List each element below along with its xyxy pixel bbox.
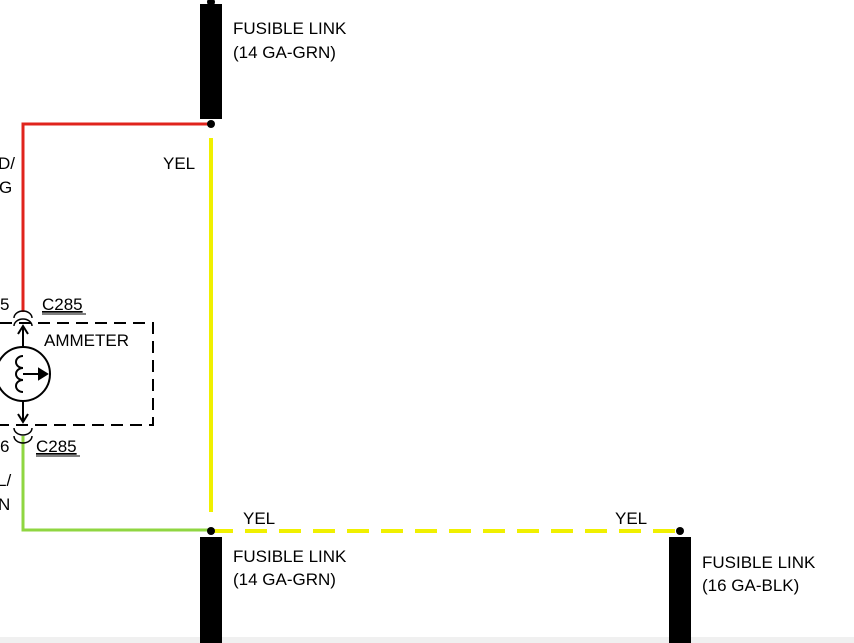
fusible-link-bottom-left-label: FUSIBLE LINK (233, 547, 347, 566)
green-wire-label-bottom: N (0, 495, 10, 514)
fusible-link-bottom-right-gauge: (16 GA-BLK) (702, 576, 799, 595)
connector-bottom-pin: 6 (0, 437, 9, 456)
fusible-link-top-label: FUSIBLE LINK (233, 19, 347, 38)
yel-label-dashed-right: YEL (615, 509, 647, 528)
bottom-edge-strip (0, 637, 854, 643)
ammeter-label: AMMETER (44, 331, 129, 350)
splice-dot-top (207, 120, 215, 128)
green-wire (21, 436, 211, 532)
splice-dot-bottom-left (207, 527, 215, 535)
fusible-link-bottom-left-gauge: (14 GA-GRN) (233, 570, 336, 589)
connector-top-pin: 5 (0, 295, 9, 314)
splice-dot-bottom-right (676, 527, 684, 535)
fusible-link-top-bar (200, 4, 222, 119)
red-wire (21, 122, 211, 312)
ammeter-symbol (0, 322, 154, 426)
yel-label-vertical: YEL (163, 154, 195, 173)
connector-bottom-name: C285 (36, 437, 77, 456)
fusible-link-bottom-left-bar (200, 537, 222, 643)
red-wire-label-top: D/ (0, 154, 15, 173)
green-wire-label-top: L/ (0, 471, 11, 490)
splice-dot-top-start (207, 0, 215, 6)
connector-c285-bottom (13, 427, 33, 444)
fusible-link-bottom-right-bar (669, 537, 691, 643)
red-wire-label-bottom: G (0, 178, 12, 197)
yel-label-dashed-left: YEL (243, 509, 275, 528)
connector-top-name: C285 (42, 295, 83, 314)
fusible-link-bottom-right-label: FUSIBLE LINK (702, 553, 816, 572)
fusible-link-top-gauge: (14 GA-GRN) (233, 43, 336, 62)
connector-c285-top (13, 310, 33, 327)
